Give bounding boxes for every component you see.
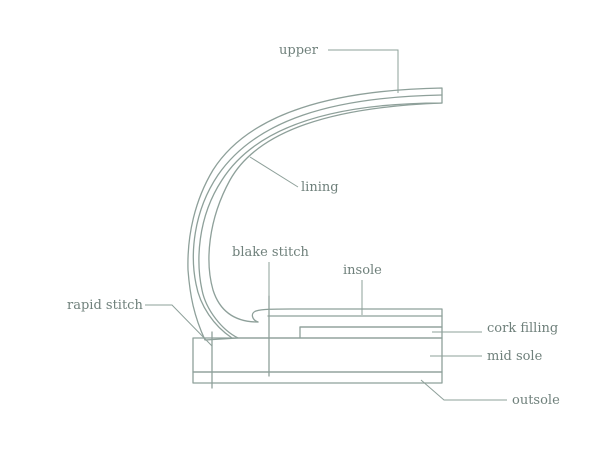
mid-sole-shape xyxy=(192,337,443,373)
label-insole: insole xyxy=(343,263,382,278)
label-cork-filling: cork filling xyxy=(487,321,558,336)
label-mid-sole: mid sole xyxy=(487,349,543,364)
label-rapid-stitch: rapid stitch xyxy=(67,298,143,313)
upper-shape xyxy=(187,87,443,341)
label-outsole: outsole xyxy=(512,393,560,408)
insole-shape xyxy=(237,308,443,339)
lining-shape xyxy=(208,102,443,323)
label-upper: upper xyxy=(279,43,319,58)
upper-inner-edge xyxy=(192,94,443,339)
lining-leader xyxy=(249,156,299,188)
outsole-shape xyxy=(192,371,443,384)
label-lining: lining xyxy=(301,180,339,195)
label-blake-stitch: blake stitch xyxy=(232,245,309,260)
cork-filling-shape xyxy=(299,326,443,339)
outsole-leader xyxy=(420,379,507,401)
rapid-stitch-leader xyxy=(145,304,213,347)
upper-leader xyxy=(328,49,399,93)
